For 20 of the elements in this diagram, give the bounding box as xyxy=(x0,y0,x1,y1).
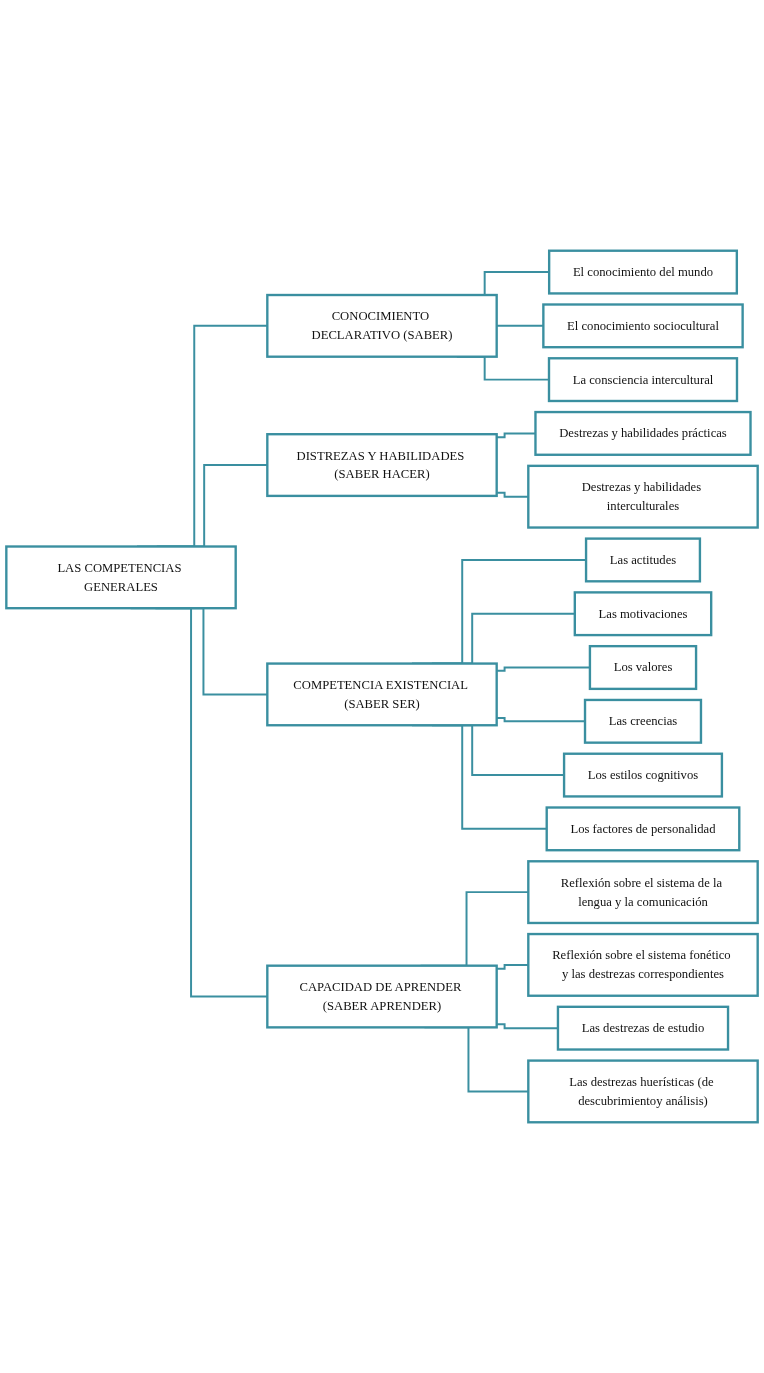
node-box: El conocimiento sociocultural xyxy=(542,303,744,349)
node-box: Los factores de personalidad xyxy=(545,806,741,852)
node-box: LAS COMPETENCIAS GENERALES xyxy=(5,545,237,610)
node-box: La consciencia intercultural xyxy=(547,357,739,403)
node-box: El conocimiento del mundo xyxy=(547,249,738,295)
node-box: Los valores xyxy=(588,644,698,691)
node-box: Destrezas y habilidades interculturales xyxy=(527,464,759,529)
node-box: DISTREZAS Y HABILIDADES (SABER HACER) xyxy=(266,433,498,498)
node-box: Reflexión sobre el sistema fonético y las destrezas correspondientes xyxy=(527,932,759,997)
node-box: Las destrezas huerísticas (de descubrimientoy análisis) xyxy=(527,1059,759,1124)
node-box: Las creencias xyxy=(583,698,703,744)
node-box: Reflexión sobre el sistema de la lengua y la comunicación xyxy=(527,860,759,925)
node-box: CAPACIDAD DE APRENDER (SABER APRENDER) xyxy=(266,964,498,1029)
node-box: Las motivaciones xyxy=(573,591,713,637)
node-box: Destrezas y habilidades prácticas xyxy=(534,410,752,456)
node-box: Los estilos cognitivos xyxy=(562,752,724,798)
node-box: Las destrezas de estudio xyxy=(556,1005,730,1051)
node-box: Las actitudes xyxy=(584,537,702,583)
node-box: COMPETENCIA EXISTENCIAL (SABER SER) xyxy=(266,662,498,727)
node-box: CONOCIMIENTO DECLARATIVO (SABER) xyxy=(266,293,498,358)
